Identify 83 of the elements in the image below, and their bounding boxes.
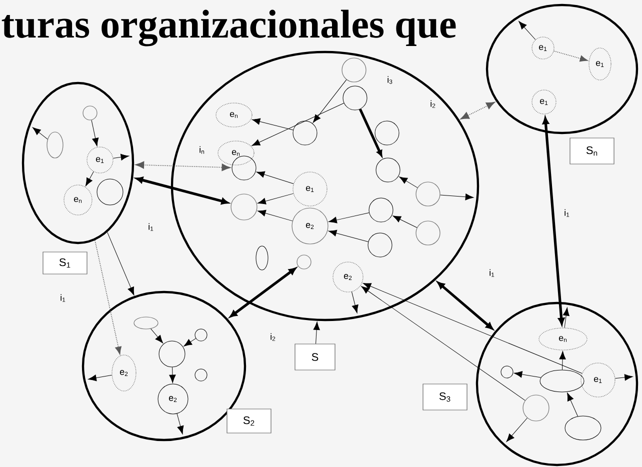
arrow [258, 193, 294, 204]
arrow [392, 216, 418, 228]
system-circle [486, 4, 638, 134]
arrow [32, 127, 48, 140]
double-arrow [460, 102, 496, 120]
interaction-label: i$_{1}$ [564, 209, 570, 217]
element-circle [416, 220, 440, 246]
element-circle [374, 120, 400, 146]
element-circle [376, 158, 400, 182]
double-arrow [230, 268, 296, 318]
arrow [88, 374, 112, 382]
double-arrow [135, 161, 231, 172]
element-circle [540, 370, 584, 392]
element-circle [342, 86, 368, 110]
arrow [518, 21, 536, 40]
arrow [559, 351, 566, 370]
element-circle [564, 416, 602, 440]
element-circle [416, 182, 440, 206]
arrow [553, 50, 588, 62]
arrow [256, 171, 294, 184]
element-circle [296, 254, 312, 270]
title: turas organizacionales que [2, 10, 456, 46]
arrow [362, 282, 582, 374]
system-circle [476, 302, 638, 466]
system-label-box: S$_{n}$ [570, 138, 614, 164]
arrow [94, 240, 122, 354]
arrow [86, 171, 94, 186]
system-circle [170, 50, 480, 322]
arrow [440, 194, 474, 200]
element-circle [292, 120, 318, 146]
arrow [313, 322, 320, 344]
element-circle [522, 394, 550, 422]
double-arrow [542, 117, 565, 325]
arrow [614, 374, 633, 381]
double-arrow [136, 176, 228, 204]
interaction-label: i$_{3}$ [388, 76, 392, 84]
system-circle [22, 82, 134, 244]
arrow [107, 232, 134, 296]
element-circle [232, 156, 256, 180]
interaction-label: i$_{1}$ [60, 294, 66, 302]
arrow [112, 154, 130, 160]
arrow [567, 392, 578, 417]
element-circle [158, 340, 186, 368]
interaction-label: i$_{2}$ [430, 100, 436, 108]
arrow [352, 292, 358, 314]
element-circle [230, 194, 258, 220]
arrow [169, 367, 176, 384]
element-circle [46, 132, 64, 158]
double-arrow [437, 282, 494, 330]
arrow [328, 230, 368, 242]
element-circle [194, 328, 208, 342]
element-circle [194, 368, 208, 382]
interaction-label: i$_{1}$ [148, 223, 154, 231]
arrow [514, 371, 542, 378]
system-label-box: S [294, 344, 336, 370]
element-circle [368, 198, 394, 222]
arrow [252, 118, 294, 130]
interaction-label: i$_{2}$ [270, 333, 276, 341]
arrow [176, 413, 184, 434]
element-circle [368, 232, 392, 258]
interaction-label: i$_{n}$ [200, 146, 204, 154]
arrow [91, 120, 99, 146]
element-circle [96, 178, 124, 206]
element-circle [500, 366, 514, 378]
system-label-box: S$_{3}$ [422, 384, 468, 410]
arrow [399, 176, 418, 188]
element-circle [134, 316, 158, 330]
element-circle [342, 58, 366, 82]
interaction-label: i$_{1}$ [490, 269, 494, 277]
arrow [312, 79, 347, 123]
arrow [361, 286, 526, 401]
arrow [258, 210, 293, 222]
arrow [328, 212, 370, 224]
arrow [562, 307, 570, 328]
system-label-box: S$_{2}$ [226, 408, 272, 434]
arrow [252, 102, 344, 146]
system-label-box: S$_{1}$ [42, 252, 88, 274]
arrow [184, 338, 196, 346]
element-circle [256, 246, 268, 270]
arrow [150, 328, 164, 344]
arrow [506, 418, 528, 442]
element-circle [82, 106, 98, 120]
arrow [358, 108, 382, 157]
